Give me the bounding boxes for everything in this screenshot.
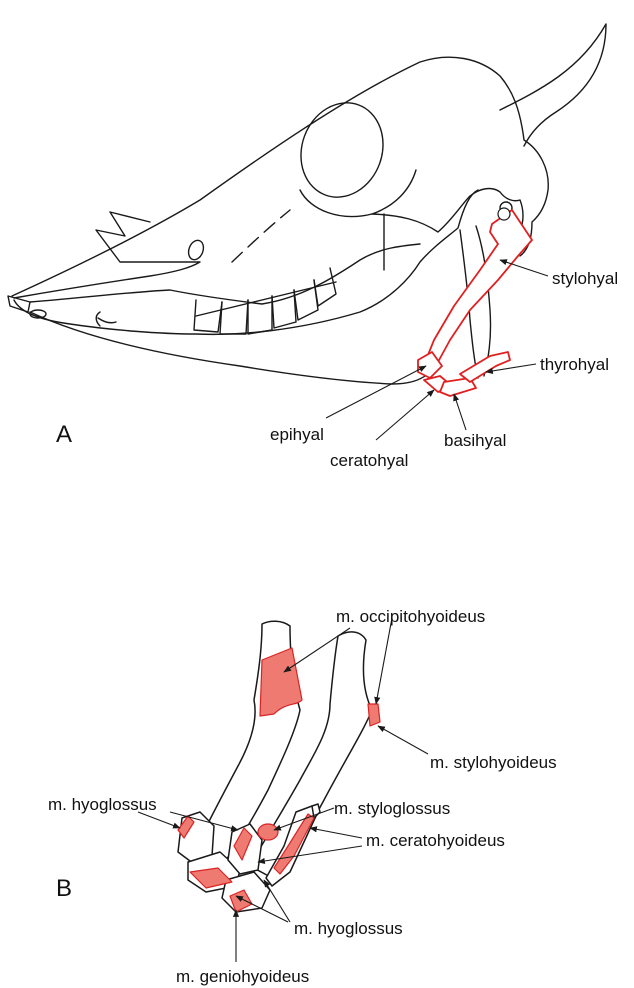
label-stylohyoideus: m. stylohyoideus <box>430 753 557 772</box>
orbit <box>288 91 396 209</box>
skull-drawing <box>8 24 606 384</box>
mandible-ventral <box>30 312 428 384</box>
panel-b: m. occipitohyoideus m. stylohyoideus m. … <box>48 607 557 986</box>
label-hyoglossus-bottom: m. hyoglossus <box>294 919 403 938</box>
arrow-hyoglossus-bottom-2 <box>264 880 290 922</box>
zygomatic-arch <box>372 189 500 232</box>
arrow-ceratohyal <box>376 390 434 440</box>
orbit-rim <box>300 170 416 217</box>
styloglossus-area <box>258 824 278 840</box>
facial-crest <box>232 210 290 262</box>
label-basihyal: basihyal <box>444 431 506 450</box>
stylohyal-bone <box>426 210 532 362</box>
panel-a: stylohyal thyrohyal epihyal basihyal cer… <box>8 24 618 470</box>
panel-letter-a: A <box>56 421 72 448</box>
stylohyal-joint <box>498 208 510 220</box>
label-ceratohyal: ceratohyal <box>330 451 408 470</box>
stylohyoideus-area <box>368 704 380 726</box>
arrow-hyoglossus-left <box>138 812 180 828</box>
label-stylohyal: stylohyal <box>552 269 618 288</box>
infraorbital-foramen <box>186 238 206 262</box>
thyrohyal-bone <box>460 352 510 382</box>
panel-letter-b: B <box>56 875 72 902</box>
label-geniohyoideus: m. geniohyoideus <box>176 967 309 986</box>
label-thyrohyal: thyrohyal <box>540 355 609 374</box>
label-occipitohyoideus: m. occipitohyoideus <box>336 607 485 626</box>
arrow-ceratohyoideus-1 <box>310 828 362 838</box>
label-epihyal: epihyal <box>270 425 324 444</box>
arrow-stylohyoideus-top <box>376 618 392 704</box>
label-styloglossus: m. styloglossus <box>334 799 450 818</box>
arrow-stylohyoideus <box>378 726 428 754</box>
label-ceratohyoideus: m. ceratohyoideus <box>366 831 505 850</box>
maxilla <box>30 244 420 304</box>
incisors <box>8 296 116 326</box>
label-hyoglossus-top: m. hyoglossus <box>48 795 157 814</box>
skull-outline <box>12 57 548 296</box>
snout-upper <box>14 212 200 298</box>
arrow-basihyal <box>454 394 466 430</box>
horn <box>500 24 606 146</box>
